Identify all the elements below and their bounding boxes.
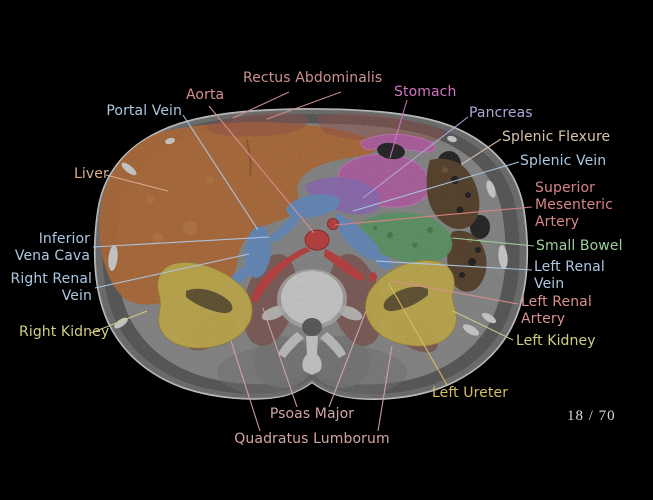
leader-rectus-abdominalis [232, 91, 342, 120]
label-left-ureter: Left Ureter [432, 385, 509, 401]
leader-right-kidney [90, 310, 148, 334]
label-liver: Liver [74, 166, 109, 182]
label-portal-vein: Portal Vein [106, 103, 182, 119]
leader-superior-mesenteric-artery [334, 206, 533, 226]
label-left-renal-artery: Left Renal Artery [521, 294, 592, 327]
label-small-bowel: Small Bowel [536, 238, 623, 254]
slice-counter: 18 / 70 [567, 408, 616, 424]
leader-quadratus-lumborum [230, 340, 393, 432]
label-splenic-flexure: Splenic Flexure [502, 129, 611, 145]
leader-left-ureter [388, 283, 448, 386]
leader-right-renal-vein [94, 253, 250, 289]
leader-left-renal-vein [375, 260, 533, 271]
leader-portal-vein [182, 114, 259, 231]
leader-left-renal-artery [392, 280, 519, 305]
label-quadratus-lumborum: Quadratus Lumborum [234, 431, 390, 447]
label-right-renal-vein: Right Renal Vein [10, 271, 92, 304]
leader-splenic-vein [352, 161, 520, 212]
label-left-renal-vein: Left Renal Vein [534, 259, 605, 292]
leader-aorta [208, 105, 315, 234]
label-superior-mesenteric-artery: Superior Mesenteric Artery [535, 180, 613, 230]
leader-pancreas [362, 116, 469, 199]
leader-small-bowel [451, 237, 535, 247]
leader-left-kidney [452, 310, 514, 341]
leader-lines [90, 91, 535, 432]
label-psoas-major: Psoas Major [269, 406, 355, 422]
label-left-kidney: Left Kidney [516, 333, 596, 349]
label-rectus-abdominalis: Rectus Abdominalis [243, 70, 383, 86]
leader-stomach [389, 99, 408, 159]
label-aorta: Aorta [186, 87, 225, 103]
leader-splenic-flexure [461, 138, 502, 165]
label-right-kidney: Right Kidney [19, 324, 110, 340]
label-stomach: Stomach [394, 84, 457, 100]
leader-liver [105, 174, 169, 192]
label-pancreas: Pancreas [469, 105, 533, 121]
label-inferior-vena-cava: Inferior Vena Cava [14, 231, 90, 264]
leader-inferior-vena-cava [92, 236, 270, 248]
label-splenic-vein: Splenic Vein [520, 153, 607, 169]
leader-psoas-major [262, 307, 367, 408]
